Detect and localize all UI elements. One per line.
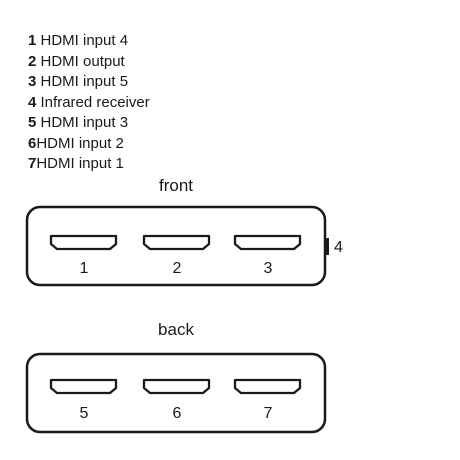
legend-label: HDMI input 1 — [36, 155, 124, 172]
hdmi-port-icon — [142, 234, 211, 251]
legend-number: 4 — [28, 93, 37, 111]
legend-number: 5 — [28, 114, 37, 131]
legend-label: HDMI input 2 — [36, 134, 124, 152]
legend-item: 6HDMI input 2 — [28, 134, 150, 155]
legend-item: 2 HDMI output — [28, 52, 150, 73]
legend-label: HDMI output — [40, 52, 125, 70]
port-label: 7 — [264, 405, 273, 422]
legend-item: 4 Infrared receiver — [28, 93, 150, 114]
port-label: 2 — [173, 260, 182, 277]
legend-item: 3 HDMI input 5 — [28, 72, 150, 93]
legend-number: 3 — [28, 73, 37, 90]
back-caption: back — [158, 320, 194, 339]
back-panel — [25, 352, 327, 434]
legend-label: HDMI input 3 — [40, 114, 129, 131]
legend-number: 7 — [28, 155, 37, 172]
legend-item: 5 HDMI input 3 — [28, 113, 150, 134]
legend-list: 1 HDMI input 4 2 HDMI output 3 HDMI inpu… — [28, 31, 150, 175]
legend-item: 7HDMI input 1 — [28, 154, 150, 175]
legend-number: 1 — [28, 32, 37, 49]
hdmi-port-icon — [49, 234, 118, 251]
legend-number: 6 — [28, 134, 37, 152]
legend-number: 2 — [28, 52, 37, 70]
hdmi-port-icon — [142, 378, 211, 395]
legend-label: Infrared receiver — [40, 93, 150, 111]
infrared-receiver — [324, 238, 329, 255]
port-label: 3 — [264, 260, 273, 277]
port-label: 5 — [80, 405, 89, 422]
hdmi-port-icon — [233, 234, 302, 251]
legend-label: HDMI input 5 — [40, 73, 129, 90]
legend-label: HDMI input 4 — [40, 32, 129, 49]
port-label: 1 — [80, 260, 89, 277]
legend-item: 1 HDMI input 4 — [28, 31, 150, 52]
hdmi-port-icon — [49, 378, 118, 395]
hdmi-port-icon — [233, 378, 302, 395]
port-label: 6 — [173, 405, 182, 422]
ir-label: 4 — [334, 239, 343, 256]
front-caption: front — [158, 176, 194, 195]
